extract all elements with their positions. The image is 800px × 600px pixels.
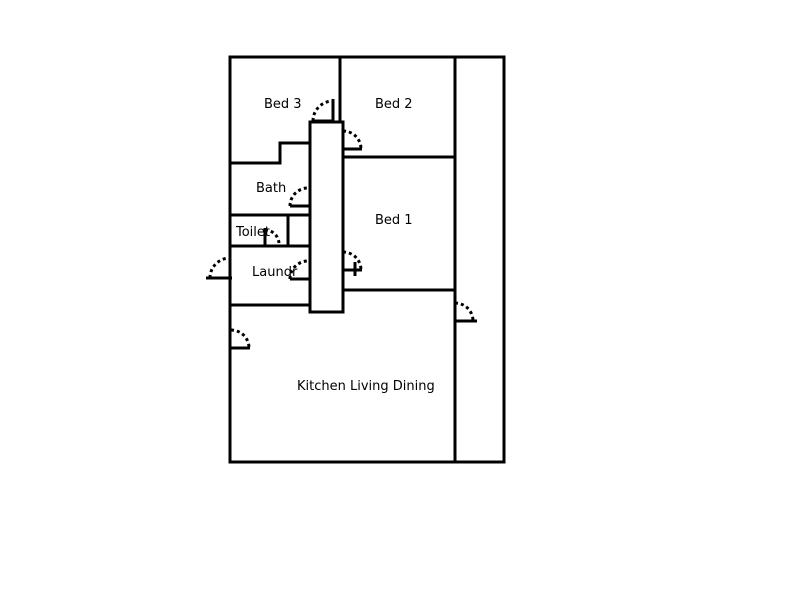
door-toilet xyxy=(263,228,281,246)
room-label-bed1: Bed 1 xyxy=(375,213,413,228)
door-external-left xyxy=(206,256,232,280)
bed3-bottom-wall xyxy=(228,141,312,165)
door-kitchen xyxy=(230,328,251,350)
door-laundry xyxy=(288,259,310,281)
room-label-kitchen-living-dining: Kitchen Living Dining xyxy=(297,379,435,394)
outer-wall xyxy=(228,55,506,464)
room-label-toilet: Toilet xyxy=(235,225,270,240)
hall-walls xyxy=(308,120,345,314)
room-label-bath: Bath xyxy=(256,181,286,196)
door-bed1 xyxy=(342,250,363,276)
door-side-strip xyxy=(454,301,477,323)
door-bed2 xyxy=(342,129,363,151)
room-label-bed2: Bed 2 xyxy=(375,97,413,112)
room-label-laundry: Laundr xyxy=(252,265,298,280)
room-label-bed3: Bed 3 xyxy=(264,97,302,112)
door-bath xyxy=(288,186,310,208)
door-bed3 xyxy=(311,99,335,123)
